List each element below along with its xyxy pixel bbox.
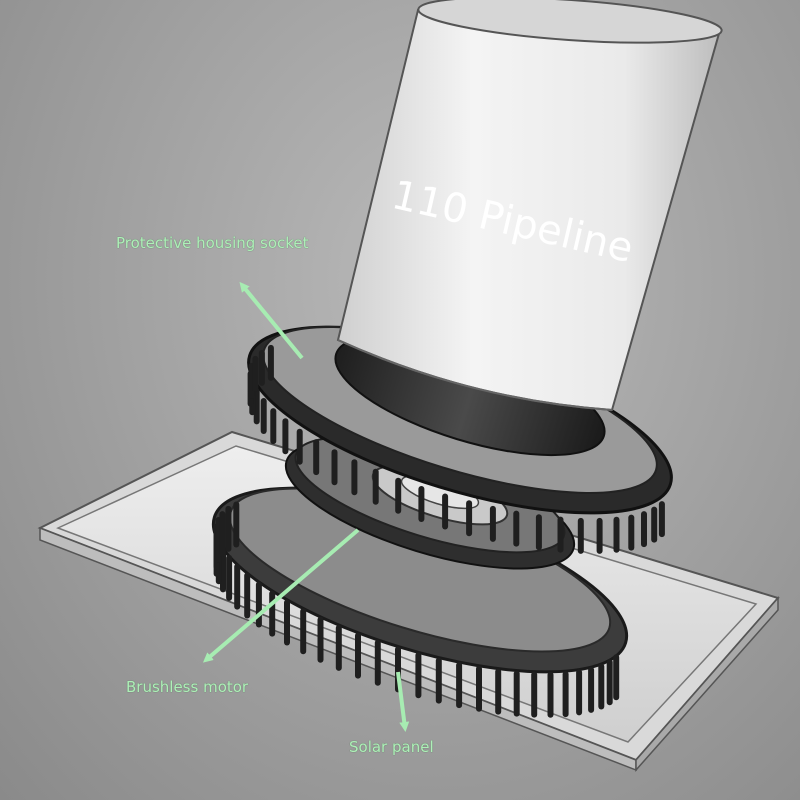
solar-panel-label: Solar panel: [349, 738, 434, 756]
arrow-icon: [202, 528, 360, 663]
callout-arrows: [202, 281, 410, 732]
motor-fin-ring: [211, 486, 629, 718]
pipeline-tube: [336, 0, 723, 412]
brushless-motor-disk: [284, 436, 576, 570]
arrow-icon: [396, 671, 410, 732]
arrow-icon: [239, 281, 304, 360]
motor-label: Brushless motor: [126, 678, 249, 696]
housing-socket-label: Protective housing socket: [116, 234, 309, 252]
